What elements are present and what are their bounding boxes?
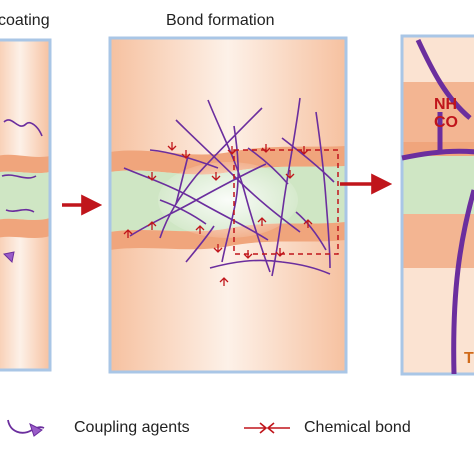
chem-label-co: CO	[434, 114, 458, 131]
zoomed-fibers	[401, 38, 474, 375]
coupling-agent-icon	[2, 251, 15, 264]
legend-chemical-bond-label: Chemical bond	[304, 419, 411, 436]
left-panel	[0, 38, 52, 372]
zoom-region-box	[233, 149, 339, 255]
chem-label-nh: NH	[434, 96, 458, 113]
coupling-agent-icon	[5, 208, 35, 213]
left-panel-title: coating	[0, 12, 50, 29]
right-panel	[400, 34, 474, 376]
chem-label-partial: T	[464, 350, 474, 367]
middle-panel-title: Bond formation	[166, 12, 275, 29]
legend	[7, 419, 290, 437]
coupling-agent-icon	[3, 119, 43, 137]
middle-panel	[108, 36, 348, 374]
fiber-network	[123, 97, 335, 277]
coupling-agent-icon	[1, 174, 37, 179]
legend-coupling-agents-label: Coupling agents	[74, 419, 190, 436]
chemical-bond-legend-icon	[244, 422, 290, 434]
